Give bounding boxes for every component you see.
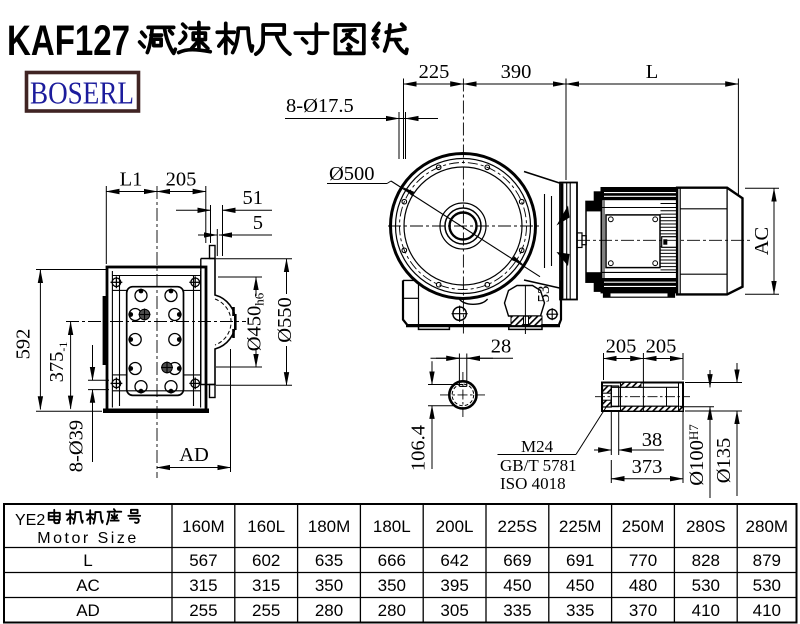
svg-text:L: L (646, 61, 659, 83)
svg-text:315: 315 (189, 576, 217, 595)
svg-text:315: 315 (252, 576, 280, 595)
svg-text:AD: AD (76, 601, 100, 620)
svg-text:Ø500: Ø500 (329, 163, 375, 185)
svg-text:205: 205 (166, 169, 197, 191)
svg-text:160L: 160L (247, 517, 285, 536)
svg-text:5: 5 (253, 212, 263, 234)
svg-text:225: 225 (419, 61, 450, 83)
svg-text:280M: 280M (746, 517, 789, 536)
svg-text:Ø550: Ø550 (274, 297, 296, 343)
svg-text:ISO 4018: ISO 4018 (500, 474, 566, 493)
svg-text:691: 691 (566, 551, 594, 570)
svg-text:350: 350 (315, 576, 343, 595)
svg-text:8-Ø17.5: 8-Ø17.5 (286, 95, 354, 117)
svg-text:180L: 180L (373, 517, 411, 536)
svg-text:255: 255 (252, 601, 280, 620)
svg-text:225S: 225S (498, 517, 538, 536)
svg-text:AD: AD (179, 444, 209, 466)
svg-text:200L: 200L (436, 517, 474, 536)
svg-text:567: 567 (189, 551, 217, 570)
svg-text:335: 335 (503, 601, 531, 620)
svg-text:53: 53 (534, 286, 553, 303)
svg-text:51: 51 (243, 187, 264, 209)
svg-text:M24: M24 (521, 437, 554, 456)
svg-text:450: 450 (566, 576, 594, 595)
svg-text:Ø135: Ø135 (713, 438, 735, 484)
svg-text:255: 255 (189, 601, 217, 620)
svg-text:225M: 225M (559, 517, 602, 536)
svg-text:KAF127: KAF127 (7, 17, 130, 65)
svg-text:280: 280 (378, 601, 406, 620)
svg-text:BOSERL: BOSERL (30, 75, 134, 111)
svg-text:390: 390 (501, 61, 532, 83)
svg-text:602: 602 (252, 551, 280, 570)
svg-text:L: L (83, 551, 92, 570)
svg-text:106.4: 106.4 (408, 425, 430, 471)
svg-text:38: 38 (642, 429, 663, 451)
svg-text:480: 480 (629, 576, 657, 595)
svg-text:530: 530 (753, 576, 781, 595)
svg-text:592: 592 (13, 329, 35, 360)
svg-text:370: 370 (629, 601, 657, 620)
svg-text:669: 669 (503, 551, 531, 570)
svg-text:828: 828 (692, 551, 720, 570)
svg-text:350: 350 (378, 576, 406, 595)
svg-text:Motor Size: Motor Size (37, 530, 138, 547)
svg-text:770: 770 (629, 551, 657, 570)
svg-text:YE2: YE2 (15, 512, 45, 529)
svg-text:305: 305 (440, 601, 468, 620)
svg-text:642: 642 (440, 551, 468, 570)
svg-text:28: 28 (491, 336, 512, 358)
svg-text:205: 205 (646, 336, 677, 358)
svg-text:666: 666 (378, 551, 406, 570)
svg-text:AC: AC (76, 576, 100, 595)
svg-text:GB/T 5781: GB/T 5781 (500, 456, 577, 475)
svg-text:280S: 280S (686, 517, 726, 536)
svg-text:250M: 250M (622, 517, 665, 536)
svg-text:410: 410 (692, 601, 720, 620)
svg-text:635: 635 (315, 551, 343, 570)
svg-text:395: 395 (440, 576, 468, 595)
svg-text:205: 205 (606, 336, 637, 358)
svg-text:160M: 160M (182, 517, 225, 536)
svg-text:8-Ø39: 8-Ø39 (66, 420, 88, 472)
svg-text:530: 530 (692, 576, 720, 595)
svg-text:879: 879 (753, 551, 781, 570)
svg-text:335: 335 (566, 601, 594, 620)
svg-text:L1: L1 (120, 169, 143, 191)
svg-text:AC: AC (751, 227, 773, 255)
svg-text:450: 450 (503, 576, 531, 595)
svg-text:180M: 180M (308, 517, 351, 536)
svg-text:410: 410 (753, 601, 781, 620)
svg-text:Ø450h6: Ø450h6 (244, 292, 267, 351)
svg-text:373: 373 (632, 456, 663, 478)
svg-text:280: 280 (315, 601, 343, 620)
